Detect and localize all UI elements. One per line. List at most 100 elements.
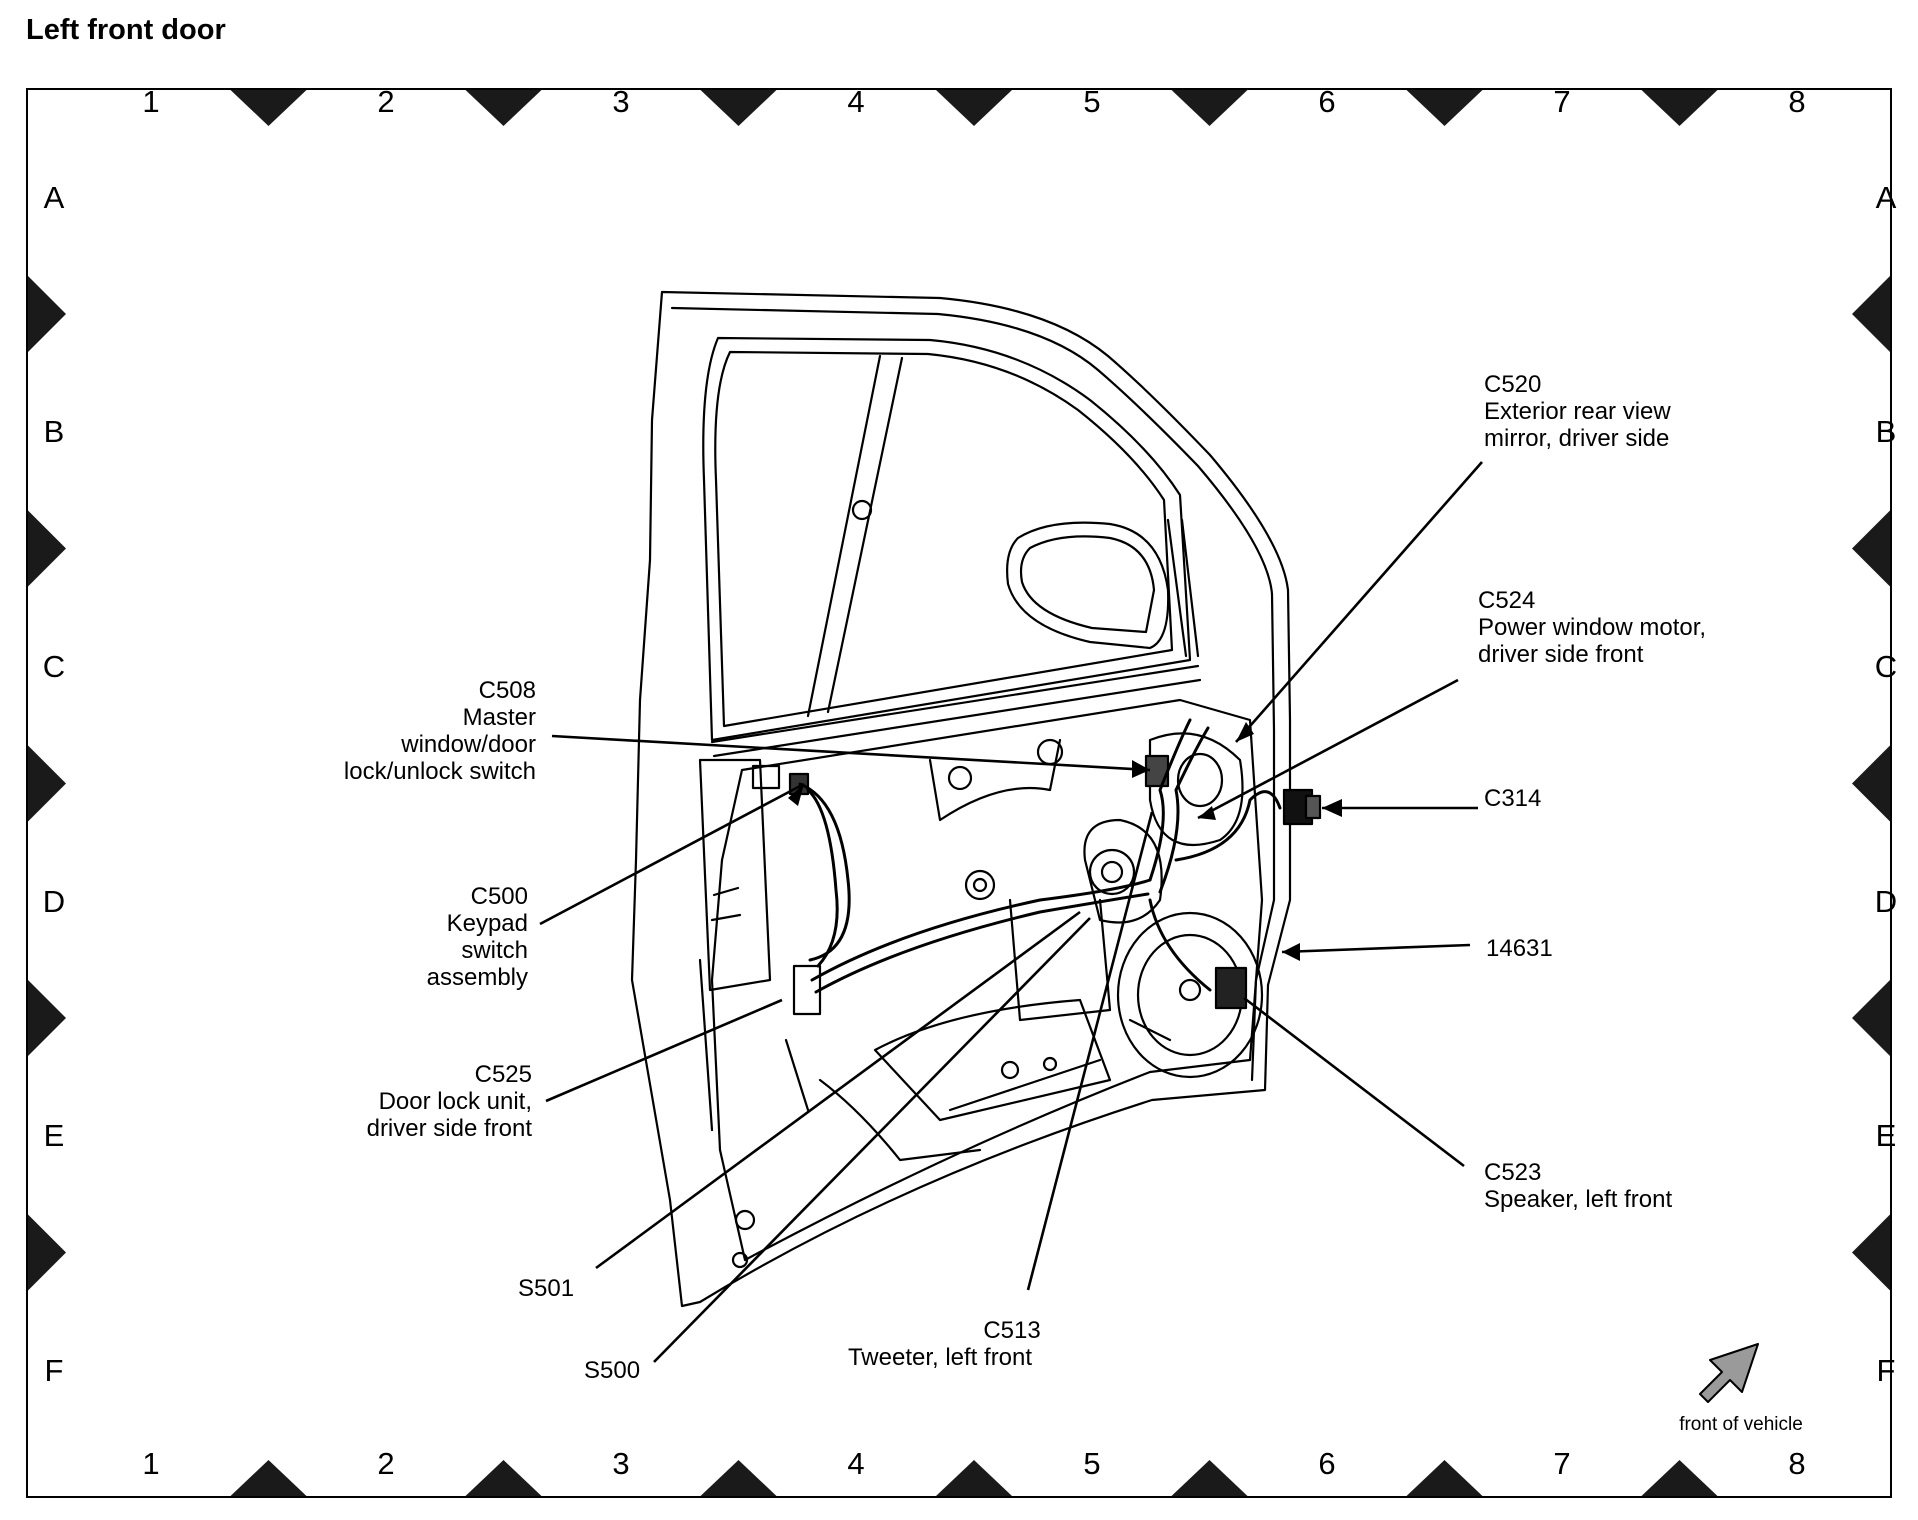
mirror-housing — [1006, 521, 1170, 650]
diagram-frame — [26, 88, 1892, 1498]
grid-row-label-left-A: A — [44, 180, 65, 215]
c508-line-1: Master — [463, 704, 536, 731]
grid-row-label-right-C: C — [1875, 649, 1897, 684]
c500-code: C500 — [471, 883, 528, 910]
grid-column-label-bottom-6: 6 — [1318, 1446, 1335, 1481]
grid-row-label-left-E: E — [44, 1118, 65, 1153]
grid-marker-bottom — [1171, 1460, 1248, 1496]
grid-marker-bottom — [1406, 1460, 1483, 1496]
grid-column-label-top-6: 6 — [1318, 84, 1335, 119]
grid-marker-bottom — [700, 1460, 777, 1496]
c500-line-3: assembly — [427, 964, 528, 991]
grid-column-label-top-8: 8 — [1788, 84, 1805, 119]
grid-marker-right — [1852, 276, 1890, 352]
grid-marker-left — [28, 510, 66, 587]
callout-c500: C500 Keypad switch assembly — [427, 883, 528, 991]
grid-column-label-top-2: 2 — [377, 84, 394, 119]
grid-column-label-bottom-7: 7 — [1553, 1446, 1570, 1481]
c500-line-2: switch — [461, 937, 528, 964]
grid-column-label-bottom-2: 2 — [377, 1446, 394, 1481]
grid-column-label-bottom-3: 3 — [612, 1446, 629, 1481]
grid-marker-top — [465, 90, 542, 126]
grid-marker-top — [1641, 90, 1718, 126]
callout-s501: S501 — [518, 1275, 574, 1302]
grid-row-label-right-B: B — [1876, 414, 1897, 449]
grid-marker-top — [1406, 90, 1483, 126]
grid-column-label-top-7: 7 — [1553, 84, 1570, 119]
c513-code: C513 — [983, 1317, 1040, 1344]
grid-column-label-top-1: 1 — [142, 84, 159, 119]
callout-14631: 14631 — [1486, 935, 1553, 962]
c500-line-1: Keypad — [447, 910, 528, 937]
grid-marker-top — [700, 90, 777, 126]
grid-marker-left — [28, 276, 66, 352]
callout-c513: C513 Tweeter, left front — [848, 1317, 1041, 1371]
n14631-code: 14631 — [1486, 935, 1553, 962]
grid-row-label-left-B: B — [44, 414, 65, 449]
grid-marker-right — [1852, 745, 1890, 822]
c523-code: C523 — [1484, 1159, 1541, 1186]
grid-marker-top — [936, 90, 1012, 126]
grid-marker-left — [28, 745, 66, 822]
leader-arrowheads — [788, 722, 1342, 961]
c523-line-1: Speaker, left front — [1484, 1186, 1672, 1213]
grid-row-label-right-A: A — [1876, 180, 1897, 215]
callout-c520: C520 Exterior rear view mirror, driver s… — [1484, 371, 1671, 452]
grid-marker-bottom — [465, 1460, 542, 1496]
grid-column-label-top-5: 5 — [1083, 84, 1100, 119]
grid-marker-right — [1852, 1214, 1890, 1291]
grid-row-label-left-D: D — [43, 884, 65, 919]
callout-c508: C508 Master window/door lock/unlock swit… — [344, 677, 536, 785]
grid-column-label-top-3: 3 — [612, 84, 629, 119]
door-outer-panel — [630, 290, 1292, 1308]
callout-c525: C525 Door lock unit, driver side front — [367, 1061, 533, 1142]
grid-marker-left — [28, 1214, 66, 1291]
c524-line-2: driver side front — [1478, 641, 1644, 668]
grid-row-label-left-C: C — [43, 649, 65, 684]
grid-row-label-right-E: E — [1876, 1118, 1897, 1153]
grid-markers — [28, 90, 1890, 1496]
c508-code: C508 — [479, 677, 536, 704]
c520-line-2: mirror, driver side — [1484, 425, 1669, 452]
c525-code: C525 — [475, 1061, 532, 1088]
grid-marker-right — [1852, 510, 1890, 587]
window-inner-trim — [714, 350, 1174, 728]
door-drawing — [630, 290, 1322, 1308]
grid-marker-left — [28, 980, 66, 1056]
door-inner-edge — [670, 306, 1276, 1082]
grid-column-label-bottom-5: 5 — [1083, 1446, 1100, 1481]
callout-c523: C523 Speaker, left front — [1484, 1159, 1672, 1213]
c524-code: C524 — [1478, 587, 1535, 614]
grid-marker-bottom — [936, 1460, 1012, 1496]
c520-line-1: Exterior rear view — [1484, 398, 1671, 425]
callout-c524: C524 Power window motor, driver side fro… — [1478, 587, 1706, 668]
c513-line-1: Tweeter, left front — [848, 1344, 1032, 1371]
window-opening — [702, 336, 1192, 742]
grid-marker-bottom — [230, 1460, 307, 1496]
c520-code: C520 — [1484, 371, 1541, 398]
grid-marker-right — [1852, 980, 1890, 1056]
grid-marker-top — [230, 90, 307, 126]
grid-row-label-left-F: F — [45, 1353, 64, 1388]
grid-column-label-bottom-1: 1 — [142, 1446, 159, 1481]
grid-marker-top — [1171, 90, 1248, 126]
s501-code: S501 — [518, 1275, 574, 1302]
c508-line-2: window/door — [400, 731, 536, 758]
callout-s500: S500 — [584, 1357, 640, 1384]
speaker-ring — [1116, 911, 1264, 1079]
callout-c314: C314 — [1484, 785, 1541, 812]
grid-row-label-right-D: D — [1875, 884, 1897, 919]
c525-line-2: driver side front — [367, 1115, 533, 1142]
arrow-up-right-icon — [1699, 1343, 1759, 1403]
grid-column-label-bottom-4: 4 — [847, 1446, 864, 1481]
grid-marker-bottom — [1641, 1460, 1718, 1496]
glass-channel — [806, 354, 904, 718]
c524-line-1: Power window motor, — [1478, 614, 1706, 641]
grid-column-label-top-4: 4 — [847, 84, 864, 119]
s500-code: S500 — [584, 1357, 640, 1384]
grid-row-label-right-F: F — [1877, 1353, 1896, 1388]
c508-line-3: lock/unlock switch — [344, 758, 536, 785]
front-of-vehicle-label: front of vehicle — [1679, 1414, 1803, 1435]
